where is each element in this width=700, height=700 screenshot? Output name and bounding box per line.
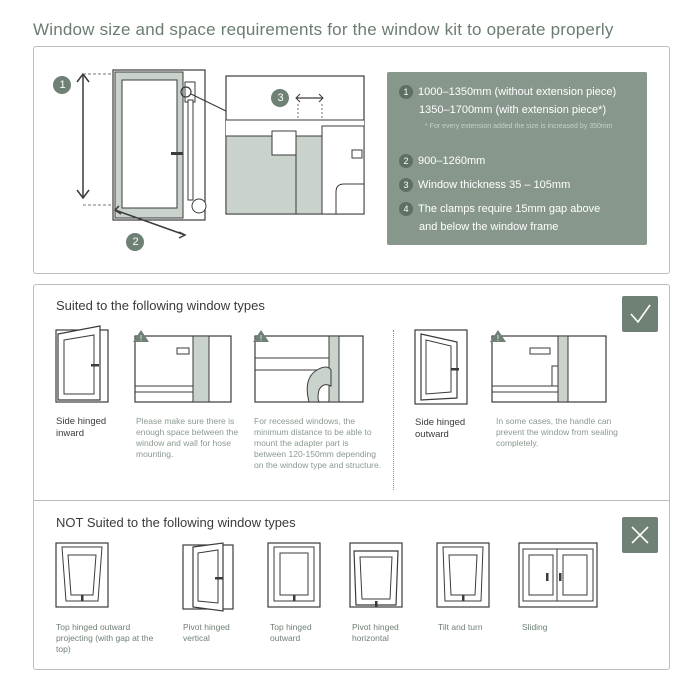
window-size-diagram <box>53 69 229 251</box>
spec-2-number: 2 <box>399 154 413 168</box>
check-badge <box>622 296 658 332</box>
label-2-circle <box>126 233 144 251</box>
warning-icon <box>133 330 149 342</box>
side-inward-label-1: Side hinged <box>56 416 107 427</box>
page-title: Window size and space requirements for t… <box>33 20 614 39</box>
spec-1-number: 1 <box>399 85 413 99</box>
spec-4-line1: The clamps require 15mm gap above <box>418 202 601 215</box>
spec-4-number: 4 <box>399 202 413 216</box>
note-handle: In some cases, the handle can prevent th… <box>496 416 618 448</box>
spec-2-text: 900–1260mm <box>418 154 486 167</box>
side-outward-label-1: Side hinged <box>415 417 466 428</box>
tilt-and-turn-icon <box>436 542 490 608</box>
pivot-vertical-icon <box>182 542 234 612</box>
section-divider <box>33 500 670 501</box>
spec-3-number: 3 <box>399 178 413 192</box>
recessed-window-illustration: ! <box>253 330 364 403</box>
spec-4-line2: and below the window frame <box>419 221 559 233</box>
label-2: 2 <box>132 236 139 248</box>
label-1: 1 <box>59 79 66 91</box>
warning-icon <box>490 330 506 342</box>
label-1-circle <box>53 76 71 94</box>
type-pivot-vertical: Pivot hinged vertical <box>183 622 230 643</box>
type-top-hinged-projecting: Top hinged outward projecting (with gap … <box>56 622 154 654</box>
type-pivot-horizontal: Pivot hinged horizontal <box>352 622 399 643</box>
side-inward-label-2: inward <box>56 428 84 439</box>
spec-1-line2: 1350–1700mm (with extension piece*) <box>419 104 607 116</box>
spec-3-text: Window thickness 35 – 105mm <box>418 178 571 191</box>
cross-badge <box>622 517 658 553</box>
svg-text:!: ! <box>140 334 142 343</box>
top-hinged-outward-icon <box>267 542 321 608</box>
hose-space-illustration: ! <box>133 330 232 403</box>
pivot-horizontal-icon <box>349 542 403 608</box>
checkmark-icon <box>630 304 651 324</box>
side-hinged-inward-icon <box>55 325 109 403</box>
not-suited-title: NOT Suited to the following window types <box>56 515 296 530</box>
spec-1-line1: 1000–1350mm (without extension piece) <box>418 85 617 98</box>
suited-title: Suited to the following window types <box>56 298 265 313</box>
spec-box: 1 1000–1350mm (without extension piece) 1… <box>387 72 647 245</box>
side-outward-label-2: outward <box>415 429 449 440</box>
note-space: Please make sure there is enough space b… <box>136 416 239 459</box>
spec-1-note: * For every extension added the size is … <box>425 123 613 130</box>
label-3-circle <box>271 89 289 107</box>
svg-text:!: ! <box>260 334 262 343</box>
sliding-icon <box>518 542 598 608</box>
dotted-divider <box>393 330 394 490</box>
window-thickness-detail <box>225 75 365 215</box>
type-sliding: Sliding <box>522 622 548 632</box>
type-tilt-and-turn: Tilt and turn <box>438 622 483 632</box>
warning-icon <box>253 330 269 342</box>
label-3: 3 <box>277 92 284 104</box>
svg-text:!: ! <box>497 334 499 343</box>
side-hinged-outward-icon <box>414 329 468 405</box>
top-hinged-projecting-icon <box>55 542 109 608</box>
handle-illustration: ! <box>490 330 607 403</box>
type-top-hinged-outward: Top hinged outward <box>270 622 312 643</box>
note-recessed: For recessed windows, the minimum distan… <box>254 416 382 470</box>
close-icon <box>631 526 649 544</box>
